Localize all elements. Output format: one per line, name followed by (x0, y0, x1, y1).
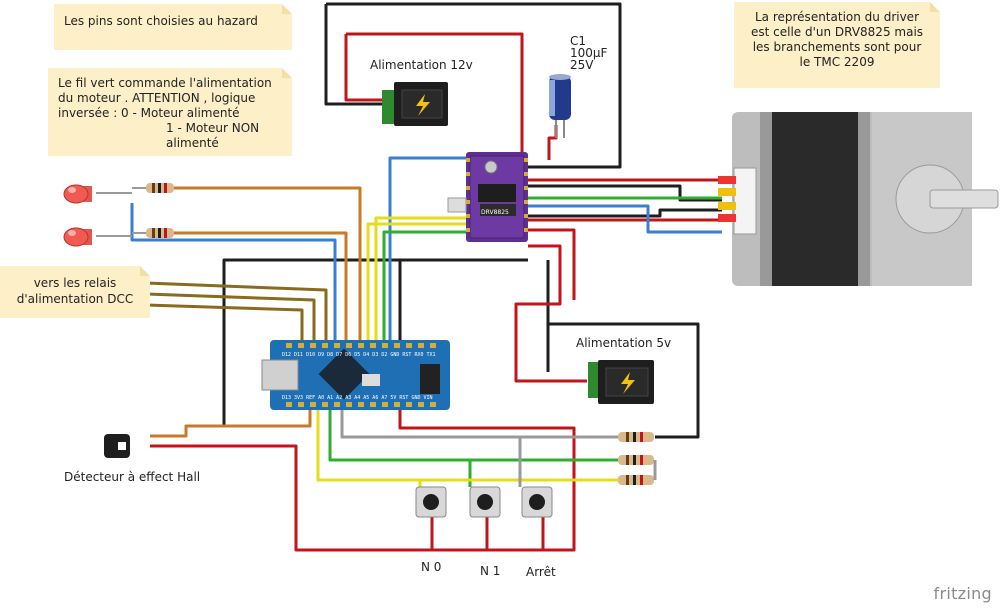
label-power-12v: Alimentation 12v (370, 58, 473, 72)
push-button-stop-icon[interactable] (521, 486, 553, 518)
label-capacitor-voltage: 25V (570, 58, 594, 72)
wire-black (222, 258, 528, 426)
wire-blue (130, 203, 337, 342)
wire-red (547, 125, 558, 160)
note-text: d'alimentation DCC (16, 292, 134, 306)
push-button-n1-icon[interactable] (469, 486, 501, 518)
arduino-bottom-pins: D13 3V3 REF A0 A1 A2 A3 A4 A5 A6 A7 5V R… (282, 395, 433, 401)
led-icon (63, 227, 92, 247)
note-relays: vers les relais d'alimentation DCC (0, 266, 150, 318)
note-text: La représentation du driver (754, 10, 919, 24)
wire-black (326, 2, 622, 169)
note-text: 1 - Moteur NON alimenté (166, 121, 260, 150)
wire-red (346, 32, 524, 160)
resistor-icon (618, 455, 654, 465)
note-text: les branchements sont pour (752, 40, 922, 54)
resistor-icon (146, 228, 174, 238)
arduino-nano-board (261, 340, 450, 410)
wire-yellow (374, 216, 466, 342)
power-jack-12v-icon (382, 82, 448, 126)
wire-green (382, 230, 466, 342)
note-green-wire: Le fil vert commande l'alimentation du m… (48, 68, 292, 156)
resistor-icon (618, 475, 654, 485)
wire-green (328, 405, 618, 462)
wire-grey (340, 405, 618, 439)
wire-black (324, 4, 385, 106)
wire-orange (174, 231, 348, 342)
label-button-n0: N 0 (421, 560, 442, 574)
label-capacitor-name: C1 (570, 34, 587, 48)
stepper-motor-icon (718, 112, 999, 286)
note-text: Le fil vert commande l'alimentation (58, 76, 272, 90)
resistor-icon (146, 183, 174, 193)
label-button-stop: Arrêt (526, 565, 556, 579)
note-text: Les pins sont choisies au hazard (64, 14, 258, 28)
label-power-5v: Alimentation 5v (576, 336, 672, 350)
wire-orange (174, 186, 362, 342)
wire-brown (145, 292, 316, 342)
note-text: vers les relais (33, 276, 117, 290)
wire-black (528, 208, 722, 218)
wire-black (528, 184, 722, 202)
wire-blue (388, 156, 466, 342)
wire-red (528, 228, 576, 300)
wire-black (548, 322, 700, 439)
wire-blue (528, 204, 722, 234)
note-text: du moteur . ATTENTION , logique (58, 91, 256, 105)
wire-orange (150, 405, 312, 438)
note-text: est celle d'un DRV8825 mais (750, 25, 924, 39)
stepper-driver-board (447, 152, 528, 242)
wire-brown (145, 303, 304, 342)
note-text: inversée : 0 - Moteur alimenté (58, 106, 240, 120)
label-capacitor-value: 100µF (570, 46, 608, 60)
wire-red (514, 244, 587, 383)
arduino-top-pins: D12 D11 D10 D9 D8 D7 D6 D5 D4 D3 D2 GND … (282, 352, 436, 358)
wire-red (344, 34, 385, 102)
wires (96, 2, 722, 552)
wire-brown (145, 281, 328, 342)
note-driver: La représentation du driver est celle d'… (734, 2, 940, 88)
wire-yellow (316, 405, 618, 482)
driver-chip-label: DRV8825 (481, 209, 509, 216)
resistor-icon (618, 432, 654, 442)
capacitor-icon (549, 74, 571, 138)
wire-red (150, 405, 576, 552)
label-button-n1: N 1 (480, 564, 501, 578)
label-hall-sensor: Détecteur à effect Hall (64, 470, 201, 484)
note-random-pins: Les pins sont choisies au hazard (54, 4, 292, 50)
wire-yellow (366, 222, 466, 342)
power-jack-5v-icon (588, 360, 654, 404)
push-button-n0-icon[interactable] (415, 486, 447, 518)
led-icon (63, 184, 92, 204)
note-text: le TMC 2209 (799, 55, 875, 69)
hall-sensor-icon (104, 434, 130, 458)
fritzing-watermark: fritzing (933, 584, 992, 603)
